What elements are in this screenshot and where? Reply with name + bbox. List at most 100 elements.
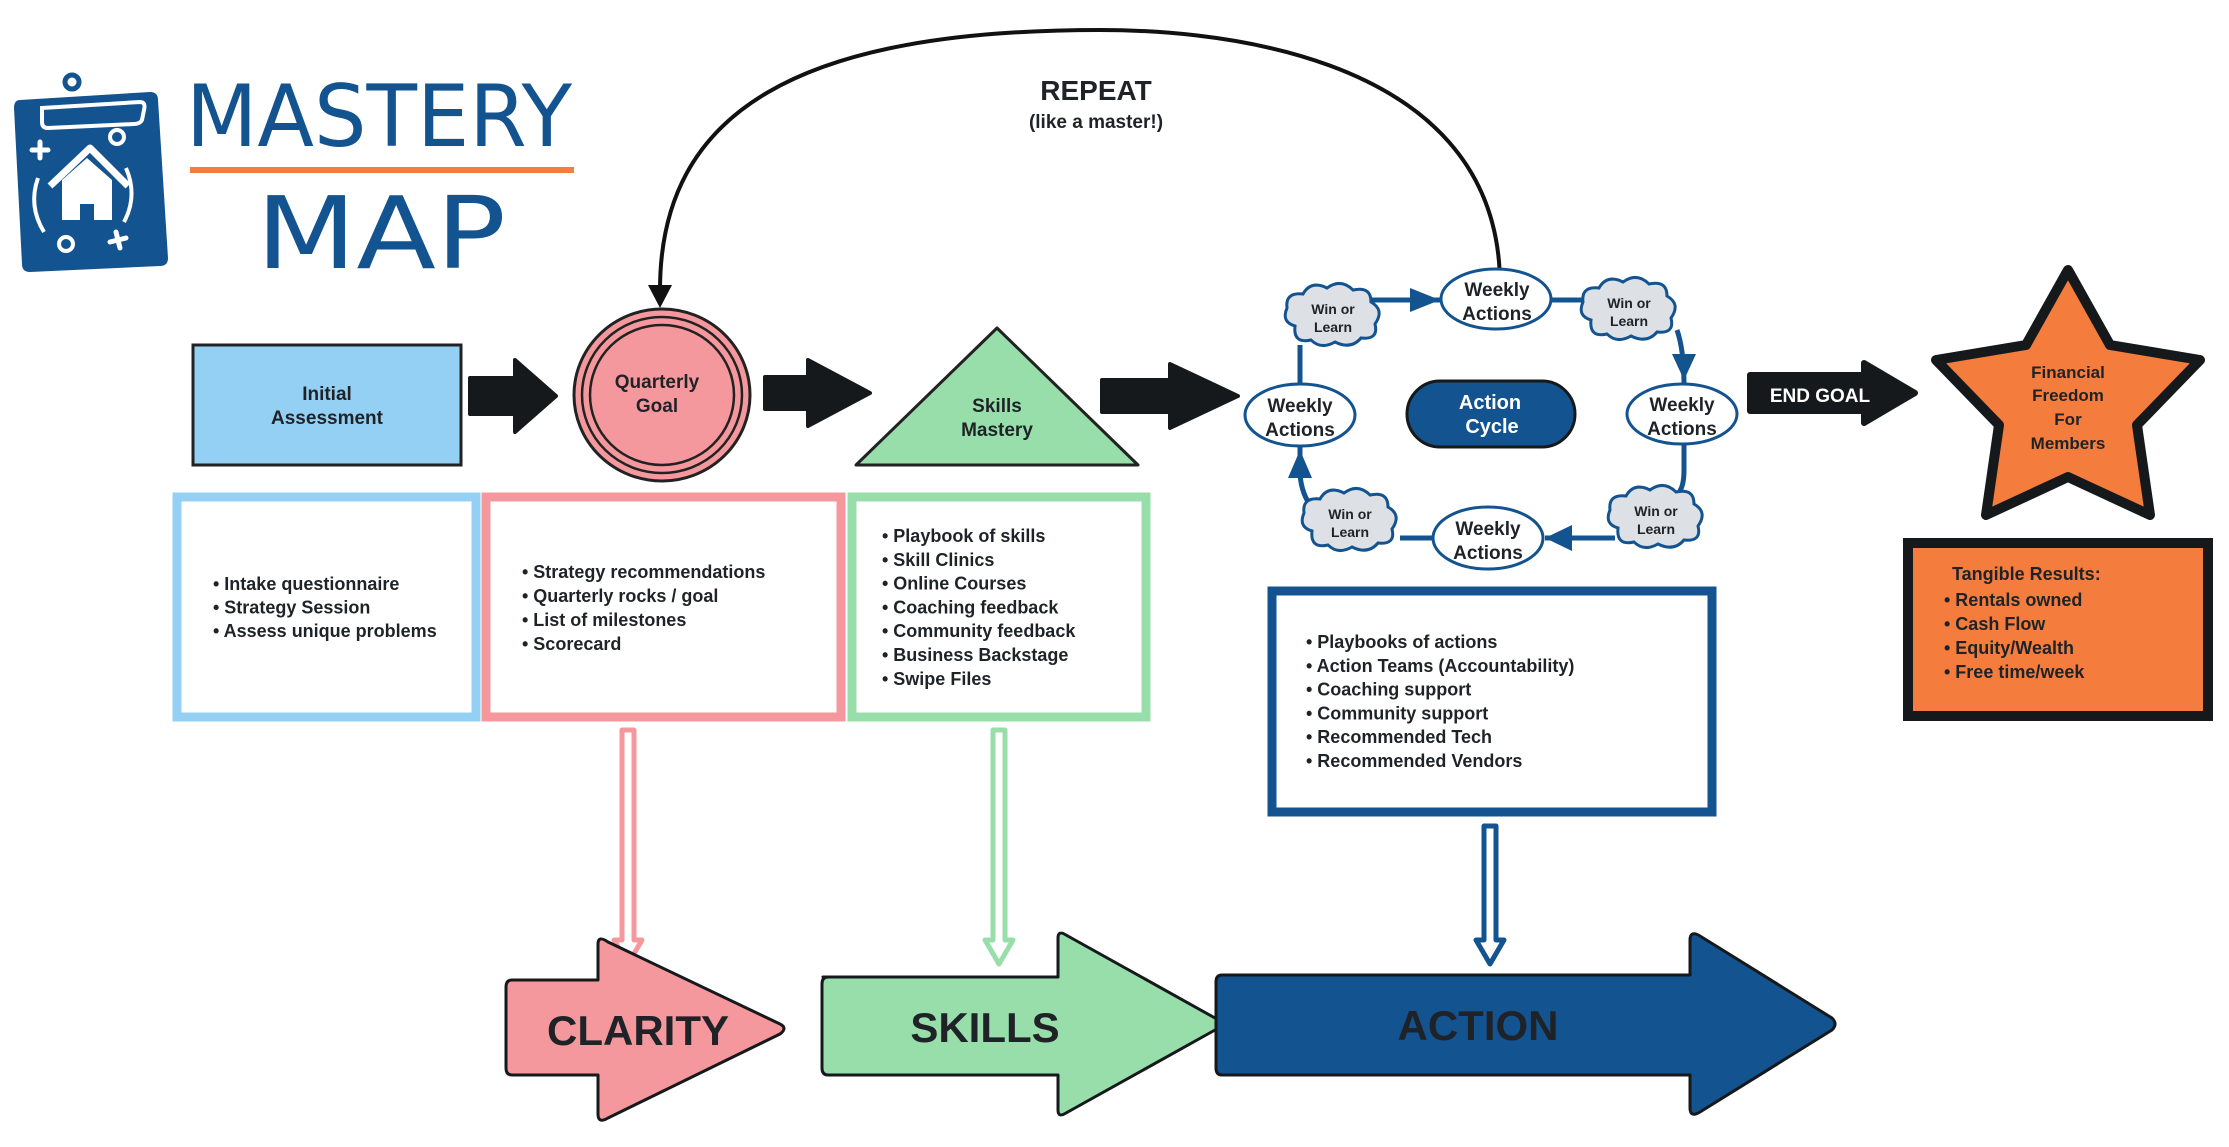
repeat-title: REPEAT [1040, 75, 1152, 106]
skills-down-arrow-icon [982, 727, 1016, 967]
flow-arrow-3-icon [1100, 362, 1240, 430]
clarity-label: CLARITY [547, 1007, 729, 1054]
repeat-arrowhead-icon [648, 285, 672, 308]
list-item: • Quarterly rocks / goal [522, 586, 718, 606]
list-item: • Business Backstage [882, 645, 1068, 665]
list-item: • Equity/Wealth [1944, 638, 2074, 658]
action-cycle: Weekly Actions Weekly Actions Weekly Act… [1243, 267, 1739, 571]
star-label-3: For [2054, 410, 2082, 429]
win-or-learn-label: Win or [1607, 295, 1651, 311]
weekly-actions-bottom[interactable]: Weekly Actions [1431, 505, 1545, 571]
flow-arrow-2-icon [763, 358, 872, 428]
initial-assessment-node[interactable]: Initial Assessment [191, 343, 463, 467]
action-detail-box: • Playbooks of actions • Action Teams (Ac… [1267, 586, 1717, 817]
cycle-arrowhead-icon [1672, 354, 1696, 380]
skills-outcome-arrow[interactable]: SKILLS [820, 931, 1220, 1117]
skills-mastery-label-2: Mastery [961, 420, 1033, 441]
list-item: • Online Courses [882, 574, 1026, 594]
quarterly-goal-label-1: Quarterly [615, 372, 700, 393]
list-item: • Recommended Vendors [1306, 751, 1522, 771]
action-label: ACTION [1398, 1002, 1559, 1049]
goal-detail-box: • Strategy recommendations • Quarterly ro… [481, 492, 846, 722]
list-item: • Playbooks of actions [1306, 632, 1497, 652]
tangible-results-title: Tangible Results: [1952, 564, 2101, 584]
end-goal-arrow[interactable]: END GOAL [1747, 360, 1918, 426]
list-item: • Action Teams (Accountability) [1306, 656, 1574, 676]
repeat-loop: REPEAT (like a master!) [648, 27, 1502, 308]
win-or-learn-cloud-top-right[interactable]: Win or Learn [1579, 276, 1677, 341]
repeat-arrow-path [658, 27, 1502, 291]
star-label-4: Members [2031, 434, 2106, 453]
list-item: • Intake questionnaire [213, 574, 399, 594]
initial-assessment-label-2: Assessment [271, 408, 384, 429]
weekly-actions-label: Actions [1462, 304, 1532, 325]
list-item: • Community feedback [882, 621, 1076, 641]
win-or-learn-cloud-bottom-right[interactable]: Win or Learn [1606, 484, 1704, 549]
skills-mastery-label-1: Skills [972, 396, 1022, 417]
clipboard-house-icon [14, 72, 168, 272]
action-detail-list: • Playbooks of actions • Action Teams (Ac… [1306, 632, 1574, 771]
action-cycle-center[interactable]: Action Cycle [1405, 379, 1577, 449]
list-item: • Coaching support [1306, 680, 1471, 700]
win-or-learn-cloud-bottom-left[interactable]: Win or Learn [1300, 487, 1398, 552]
action-cycle-label-2: Cycle [1465, 416, 1518, 438]
initial-assessment-label-1: Initial [302, 384, 352, 405]
list-item: • Playbook of skills [882, 526, 1045, 546]
weekly-actions-top[interactable]: Weekly Actions [1439, 267, 1553, 331]
weekly-actions-label: Actions [1265, 420, 1335, 441]
win-or-learn-label: Learn [1314, 319, 1352, 335]
weekly-actions-label: Actions [1453, 543, 1523, 564]
weekly-actions-label: Weekly [1464, 280, 1530, 301]
list-item: • Skill Clinics [882, 550, 994, 570]
tangible-results-box: Tangible Results: • Rentals owned• Cash … [1903, 538, 2213, 721]
weekly-actions-label: Weekly [1455, 519, 1521, 540]
list-item: • Swipe Files [882, 669, 991, 689]
cycle-arrowhead-icon [1410, 288, 1440, 312]
skills-label: SKILLS [910, 1004, 1059, 1051]
list-item: • Coaching feedback [882, 597, 1059, 617]
assessment-detail-box: • Intake questionnaire • Strategy Session… [172, 492, 481, 722]
list-item: • Strategy recommendations [522, 562, 765, 582]
skills-detail-box: • Playbook of skills • Skill Clinics • Onl… [847, 492, 1151, 722]
win-or-learn-label: Learn [1331, 524, 1369, 540]
weekly-actions-left[interactable]: Weekly Actions [1243, 382, 1357, 448]
list-item: • Community support [1306, 703, 1488, 723]
quarterly-goal-node[interactable]: Quarterly Goal [572, 307, 752, 483]
list-item: • Assess unique problems [213, 621, 437, 641]
weekly-actions-right[interactable]: Weekly Actions [1625, 382, 1739, 446]
quarterly-goal-label-2: Goal [636, 396, 678, 417]
skills-detail-list: • Playbook of skills • Skill Clinics • Onl… [882, 526, 1076, 689]
weekly-actions-label: Actions [1647, 419, 1717, 440]
star-label-2: Freedom [2032, 386, 2104, 405]
win-or-learn-label: Win or [1311, 301, 1355, 317]
list-item: • Strategy Session [213, 598, 370, 618]
skills-mastery-node[interactable]: Skills Mastery [854, 326, 1140, 467]
action-cycle-label-1: Action [1459, 392, 1521, 414]
list-item: • Recommended Tech [1306, 727, 1492, 747]
weekly-actions-label: Weekly [1649, 395, 1715, 416]
win-or-learn-cloud-top-left[interactable]: Win or Learn [1283, 282, 1381, 347]
cycle-arrowhead-icon [1545, 525, 1572, 551]
win-or-learn-label: Learn [1610, 313, 1648, 329]
list-item: • Scorecard [522, 634, 621, 654]
win-or-learn-label: Learn [1637, 521, 1675, 537]
goal-detail-list: • Strategy recommendations • Quarterly ro… [522, 562, 765, 654]
action-outcome-arrow[interactable]: ACTION [1214, 932, 1837, 1116]
logo-title-line1: MASTERY [186, 67, 572, 167]
win-or-learn-label: Win or [1634, 503, 1678, 519]
clarity-down-arrow-icon [611, 727, 645, 967]
financial-freedom-star[interactable]: Financial Freedom For Members [1931, 265, 2205, 520]
logo-divider [190, 167, 574, 173]
logo: MASTERY MAP [14, 67, 574, 292]
repeat-subtitle: (like a master!) [1029, 112, 1163, 133]
cycle-arrowhead-icon [1288, 450, 1312, 478]
list-item: • List of milestones [522, 610, 686, 630]
action-down-arrow-icon [1473, 823, 1507, 967]
assessment-detail-list: • Intake questionnaire • Strategy Session… [213, 574, 437, 641]
weekly-actions-label: Weekly [1267, 396, 1333, 417]
win-or-learn-label: Win or [1328, 506, 1372, 522]
clarity-outcome-arrow[interactable]: CLARITY [504, 937, 786, 1122]
list-item: • Cash Flow [1944, 614, 2046, 634]
flow-arrow-1-icon [468, 358, 558, 434]
